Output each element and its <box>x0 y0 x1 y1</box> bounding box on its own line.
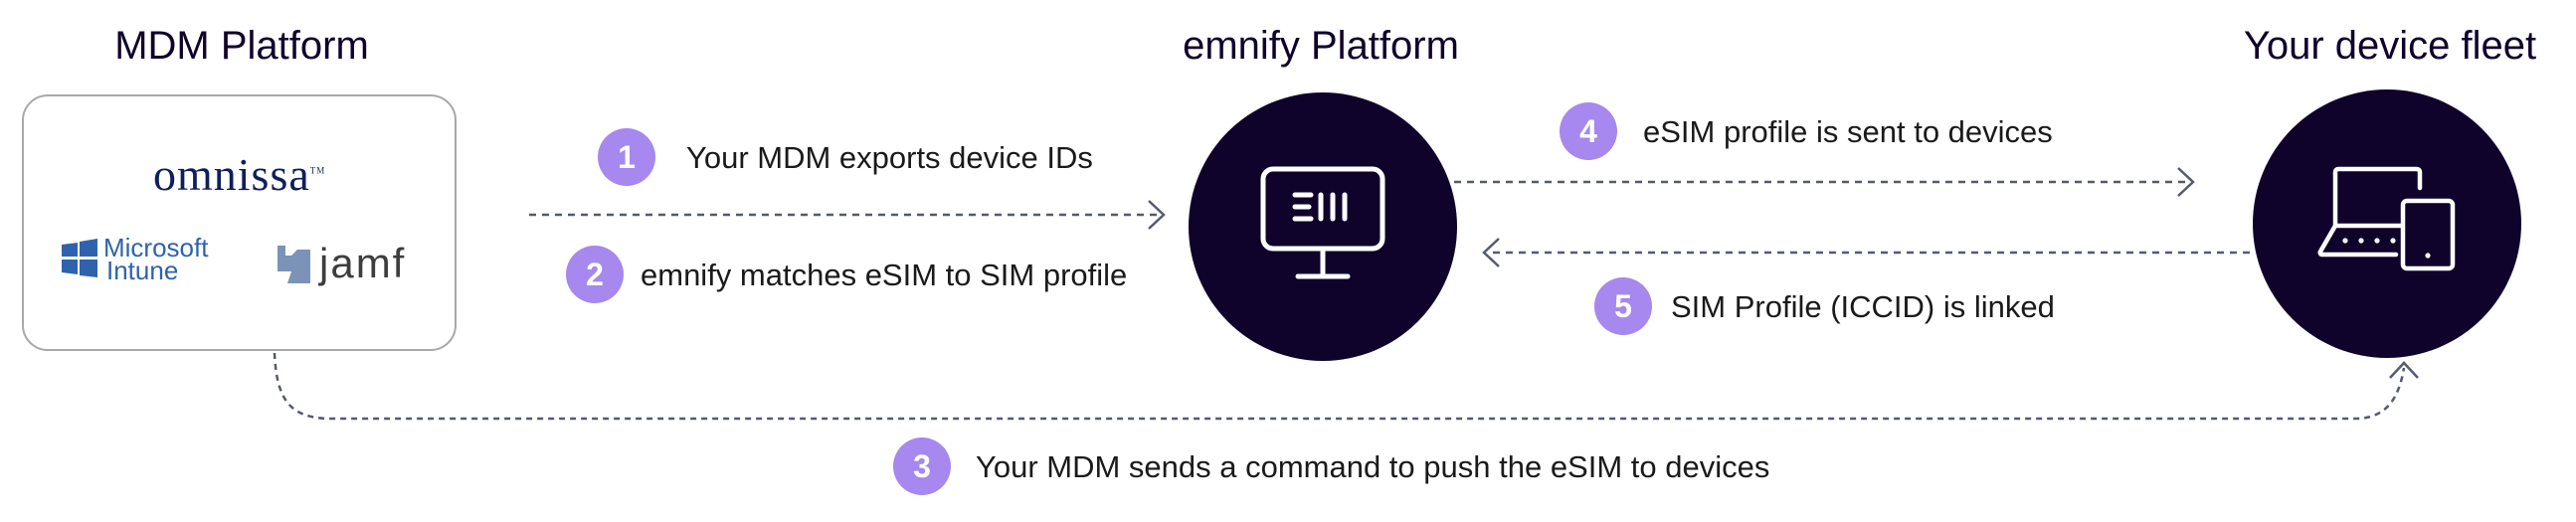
omnissa-logo: omnissaTM <box>153 149 326 200</box>
emnify-platform-node <box>1189 92 1457 361</box>
step-text-2: emnify matches eSIM to SIM profile <box>641 258 1128 292</box>
step-badge-4: 4 <box>1560 102 1617 160</box>
step-text-1: Your MDM exports device IDs <box>686 140 1093 175</box>
arrowhead-right-icon <box>1148 200 1166 230</box>
device-fleet-node <box>2253 89 2521 358</box>
arrowhead-left-icon <box>1482 238 1500 267</box>
step-badge-2: 2 <box>566 246 624 303</box>
arrowhead-up-icon <box>2389 361 2419 379</box>
jamf-mark-icon <box>277 246 310 283</box>
step-badge-1: 1 <box>598 128 655 186</box>
step-text-3: Your MDM sends a command to push the eSI… <box>976 449 1770 484</box>
step-badge-5: 5 <box>1594 277 1652 335</box>
step-text-4: eSIM profile is sent to devices <box>1643 114 2053 149</box>
step-badge-3: 3 <box>893 437 951 495</box>
arrowhead-right-icon <box>2177 167 2195 197</box>
emnify-monitor-icon <box>1260 166 1385 279</box>
step-text-5: SIM Profile (ICCID) is linked <box>1671 289 2055 324</box>
mdm-platform-box: omnissaTM Microsoft Intune jamf <box>22 94 457 351</box>
emnify-platform-title: emnify Platform <box>1183 24 1459 68</box>
arrow-mdm-to-fleet <box>273 352 2406 421</box>
mdm-platform-title: MDM Platform <box>114 24 369 68</box>
laptop-tablet-icon <box>2317 166 2456 271</box>
device-fleet-title: Your device fleet <box>2243 24 2537 68</box>
windows-icon <box>62 239 97 277</box>
